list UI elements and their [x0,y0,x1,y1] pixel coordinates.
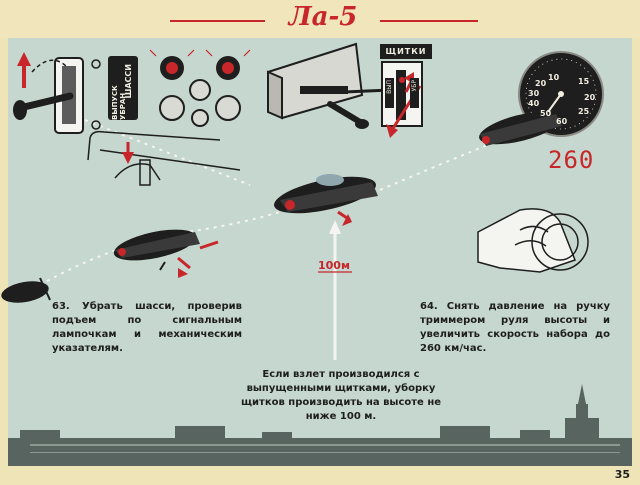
gauge-tick-60: 60 [556,117,568,126]
down-arrow-icon [122,142,134,164]
aircraft-left-partial [1,277,51,303]
title-rule-left [170,20,265,22]
caption-flaps-note: Если взлет производился с выпущенными щи… [240,369,442,422]
gauge-tick-40: 40 [528,99,540,108]
skyline-windows [30,444,620,453]
gauge-tick-20: 20 [535,79,547,88]
aircraft-climbing [274,174,378,226]
gauge-tick-10: 10 [548,73,560,82]
flaps-indicator-label-in: УБР [410,78,419,108]
altitude-arrow [318,220,352,360]
title-rule-right [380,20,478,22]
signal-lamps-illustration [91,49,251,130]
gear-signal-panel-sign: ВЫПУСК УБРАН ШАССИ [108,56,138,120]
altitude-label: 100м [318,259,350,272]
page-title: Ла-5 [288,2,358,32]
trim-wheel-hand-illustration [477,208,589,273]
flaps-sign: ЩИТКИ [380,44,432,59]
gauge-tick-15: 15 [578,77,590,86]
gauge-tick-20b: 20 [584,93,596,102]
speed-readout: 260 [548,146,595,174]
flight-trail-dashes [39,119,501,286]
bottom-margin [0,466,640,485]
gauge-tick-30: 30 [528,89,540,98]
aircraft-retract-gear [113,229,219,278]
gear-lever-illustration [13,52,84,134]
gauge-tick-25: 25 [578,107,590,116]
caption-step-63: 63. Убрать шасси, проверив подъем по сиг… [52,301,242,354]
aircraft-trim [479,111,562,146]
gauge-tick-50: 50 [540,109,552,118]
top-margin [0,0,640,38]
flaps-indicator-label-out: ВЫП [385,78,394,108]
caption-step-64: 64. Снять давление на ручку триммером ру… [420,301,610,354]
page-number: 35 [614,468,630,481]
